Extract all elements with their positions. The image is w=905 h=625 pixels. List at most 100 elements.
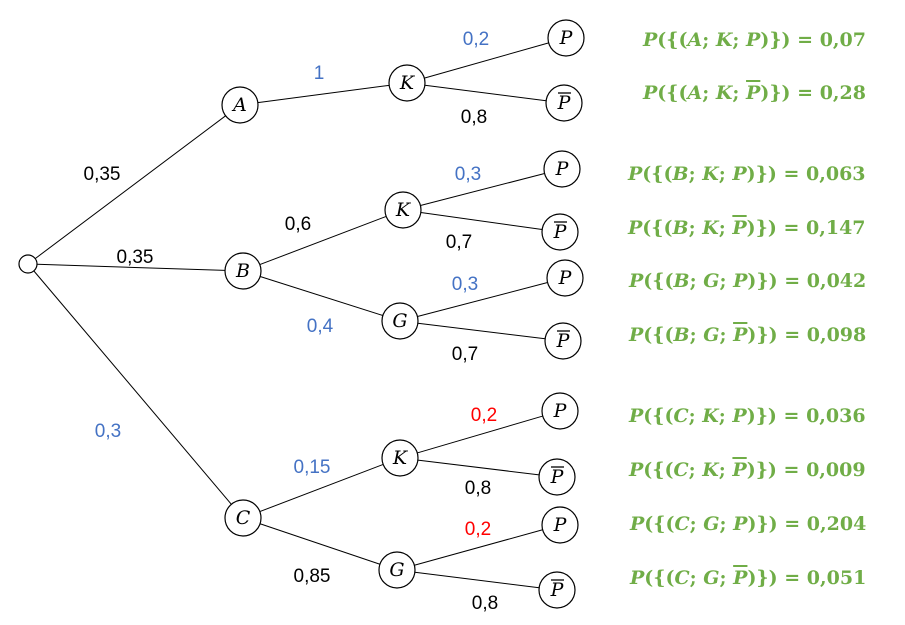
prob-symbol: P xyxy=(629,270,644,292)
last-stage: P xyxy=(732,163,747,185)
node-CKNP: P xyxy=(538,458,576,496)
paren-close-equals: )}) = xyxy=(747,513,807,535)
paren-open: ({( xyxy=(644,513,675,535)
node-label: P xyxy=(553,400,568,422)
paren-close-equals: )}) = xyxy=(746,217,807,239)
node-CGNP: P xyxy=(538,571,576,609)
node-label: K xyxy=(392,447,409,469)
node-label: P xyxy=(559,27,574,49)
result-value: 0,009 xyxy=(806,459,866,481)
separator: ; xyxy=(689,567,704,589)
node-label: P xyxy=(556,330,571,352)
paren-open: ({( xyxy=(643,270,674,292)
last-stage-complement: P xyxy=(732,459,747,481)
path-probability-result: P({(B; G; P)}) = 0,098 xyxy=(629,324,866,346)
node-label: K xyxy=(399,72,416,94)
result-value: 0,042 xyxy=(806,270,867,292)
edge-BG-BGNP xyxy=(417,322,546,340)
edge-AK-AKP xyxy=(424,42,549,79)
edge-C-CG xyxy=(259,523,381,565)
node-B: B xyxy=(224,252,262,290)
node-AKNP: P xyxy=(545,84,583,122)
path-probability-result: P({(C; G; P)}) = 0,204 xyxy=(630,513,866,535)
node-circle xyxy=(381,439,419,477)
last-stage: P xyxy=(733,270,748,292)
second-stage: K xyxy=(702,163,719,185)
first-stage: C xyxy=(673,405,689,427)
result-value: 0,036 xyxy=(806,405,866,427)
node-A: A xyxy=(221,86,259,124)
node-label: G xyxy=(389,559,404,581)
path-probability-result: P({(C; K; P)}) = 0,036 xyxy=(629,405,866,427)
paren-open: ({( xyxy=(643,324,674,346)
paren-close-equals: )}) = xyxy=(760,29,820,51)
paren-close-equals: )}) = xyxy=(747,270,807,292)
first-stage: B xyxy=(672,217,689,239)
edge-BK-BKP xyxy=(420,173,545,206)
first-stage: B xyxy=(673,324,690,346)
node-label: P xyxy=(550,579,565,601)
edge-CK-CKNP xyxy=(417,459,540,476)
edge-prob-label: 0,3 xyxy=(95,421,121,442)
edge-prob-label: 0,2 xyxy=(463,29,489,50)
paren-close-equals: )}) = xyxy=(760,82,820,104)
node-label: P xyxy=(550,466,565,488)
second-stage: K xyxy=(702,217,719,239)
edge-CK-CKP xyxy=(417,415,543,454)
separator: ; xyxy=(702,29,716,51)
paren-open: ({( xyxy=(643,459,674,481)
node-BK: K xyxy=(384,191,422,229)
edge-prob-label: 0,3 xyxy=(452,274,478,295)
separator: ; xyxy=(688,459,703,481)
last-stage: P xyxy=(746,29,761,51)
second-stage: G xyxy=(703,324,720,346)
separator: ; xyxy=(732,82,747,104)
edge-B-BG xyxy=(259,275,384,317)
result-value: 0,204 xyxy=(806,513,867,535)
node-CG: G xyxy=(378,551,416,589)
prob-symbol: P xyxy=(629,459,644,481)
prob-symbol: P xyxy=(630,513,645,535)
node-circle xyxy=(543,150,581,188)
edge-prob-label: 0,8 xyxy=(472,593,498,614)
prob-symbol: P xyxy=(629,324,644,346)
node-circle xyxy=(541,392,579,430)
last-stage: P xyxy=(733,513,748,535)
separator: ; xyxy=(719,270,734,292)
edge-prob-label: 0,2 xyxy=(471,405,497,426)
result-value: 0,28 xyxy=(819,82,866,104)
node-circle xyxy=(224,499,262,537)
paren-open: ({( xyxy=(642,217,673,239)
edge-prob-label: 1 xyxy=(314,63,325,84)
edge-CG-CGNP xyxy=(414,571,540,589)
separator: ; xyxy=(732,29,747,51)
paren-open: ({( xyxy=(657,29,688,51)
result-value: 0,147 xyxy=(806,217,866,239)
node-label: P xyxy=(557,92,572,114)
second-stage: K xyxy=(715,29,733,51)
result-value: 0,07 xyxy=(819,29,866,51)
second-stage: G xyxy=(703,270,720,292)
node-label: A xyxy=(231,94,247,116)
prob-symbol: P xyxy=(628,217,643,239)
path-probability-result: P({(B; K; P)}) = 0,063 xyxy=(628,163,866,185)
edge-prob-label: 0,7 xyxy=(452,344,478,365)
node-BGP: P xyxy=(546,259,584,297)
separator: ; xyxy=(718,405,733,427)
paren-close-equals: )}) = xyxy=(747,324,807,346)
paren-close-equals: )}) = xyxy=(746,405,807,427)
second-stage: K xyxy=(715,82,733,104)
last-stage-complement: P xyxy=(733,567,748,589)
paren-close-equals: )}) = xyxy=(747,567,807,589)
second-stage: K xyxy=(702,459,719,481)
edge-CG-CGP xyxy=(414,529,543,566)
node-circle xyxy=(384,191,422,229)
separator: ; xyxy=(719,567,734,589)
edge-prob-label: 0,15 xyxy=(294,457,331,478)
edge-BK-BKNP xyxy=(420,212,543,230)
paren-open: ({( xyxy=(642,163,673,185)
edge-prob-label: 0,6 xyxy=(285,214,311,235)
edge-AK-AKNP xyxy=(424,84,547,102)
